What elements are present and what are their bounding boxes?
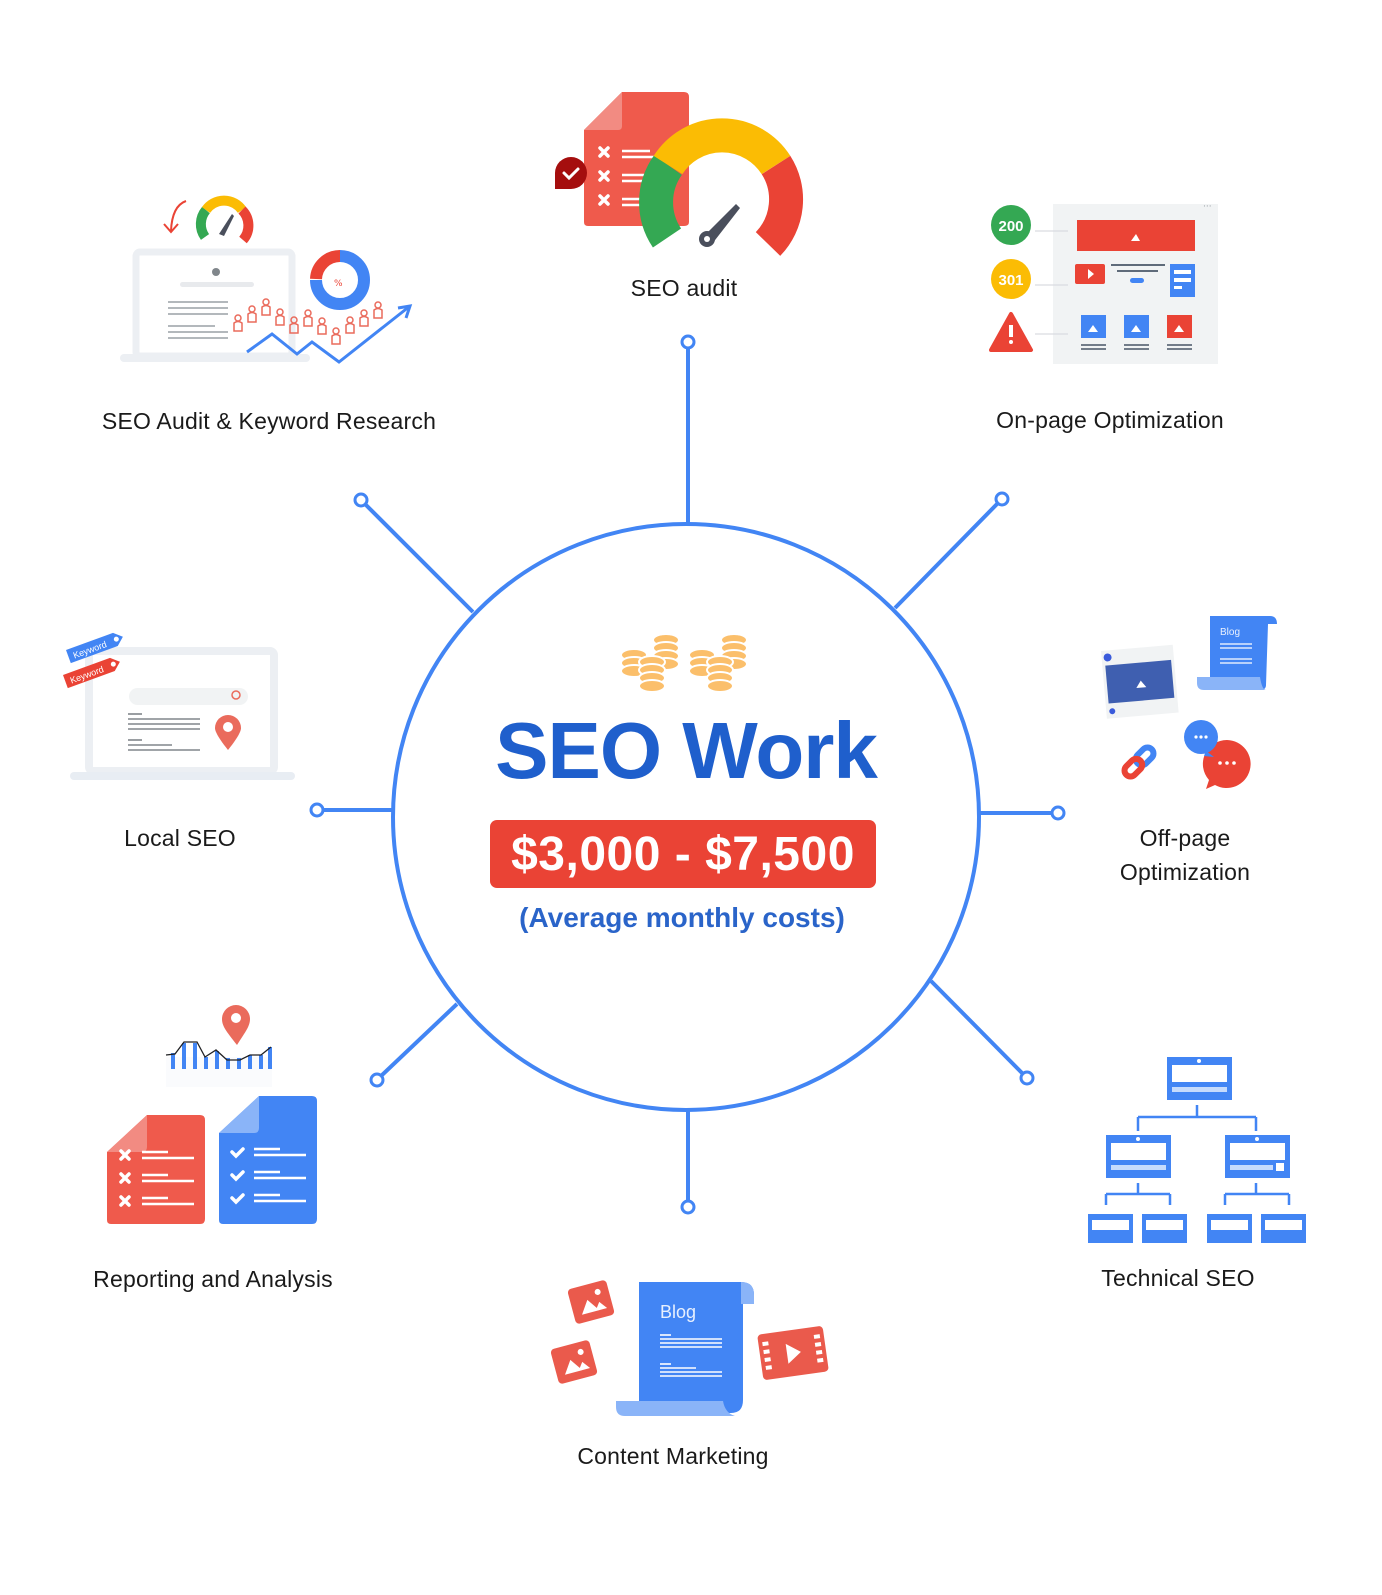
- node-dot-lower-left[interactable]: [369, 1072, 385, 1088]
- node-dot-top[interactable]: [680, 334, 696, 350]
- site-architecture-tree-icon: [1088, 1057, 1306, 1243]
- svg-text:Blog: Blog: [1220, 627, 1240, 638]
- svg-text:200: 200: [998, 218, 1023, 235]
- svg-text:Blog: Blog: [660, 1302, 696, 1322]
- node-dot-left[interactable]: [309, 802, 325, 818]
- node-dot-right[interactable]: [1050, 805, 1066, 821]
- connector-upper-left: [363, 502, 475, 614]
- off-page-label-line1: Off-page: [1139, 825, 1231, 851]
- node-label-content-marketing[interactable]: Content Marketing: [577, 1443, 769, 1469]
- node-label-off-page[interactable]: Off-page Optimization: [1120, 821, 1250, 889]
- laptop-keyword-map-pin-icon: Keyword Keyword: [63, 632, 295, 780]
- audit-report-gauge-icon: [555, 92, 803, 256]
- node-dot-upper-right[interactable]: [994, 491, 1010, 507]
- page-title: SEO Work: [495, 706, 878, 795]
- connector-lower-right: [929, 979, 1025, 1076]
- node-label-seo-audit-keyword[interactable]: SEO Audit & Keyword Research: [101, 408, 437, 434]
- node-dot-lower-right[interactable]: [1019, 1070, 1035, 1086]
- svg-text:%: %: [334, 279, 343, 289]
- status-codes-page-layout-icon: ··· 200 301: [989, 202, 1218, 364]
- off-page-label-line2: Optimization: [1119, 859, 1251, 885]
- node-label-technical-seo[interactable]: Technical SEO: [1101, 1265, 1255, 1291]
- hub-circle: [391, 522, 981, 1112]
- connector-lower-left: [379, 1002, 459, 1078]
- price-range-badge: $3,000 - $7,500: [490, 820, 876, 888]
- svg-text:301: 301: [998, 272, 1023, 289]
- node-label-on-page[interactable]: On-page Optimization: [996, 407, 1224, 433]
- coin-stacks-icon: [620, 633, 748, 693]
- price-subtitle: (Average monthly costs): [519, 902, 845, 933]
- backlinks-social-blog-icon: Blog: [1101, 616, 1277, 789]
- report-documents-chart-icon: [107, 1005, 317, 1224]
- connector-upper-right: [893, 501, 1000, 610]
- svg-text:···: ···: [1203, 202, 1212, 212]
- node-label-local-seo[interactable]: Local SEO: [124, 825, 236, 851]
- node-label-reporting[interactable]: Reporting and Analysis: [93, 1266, 333, 1292]
- node-dot-bottom[interactable]: [680, 1199, 696, 1215]
- node-dot-upper-left[interactable]: [353, 492, 369, 508]
- laptop-gauge-growth-icon: %: [120, 195, 413, 364]
- blog-scroll-media-icon: Blog: [550, 1280, 829, 1416]
- node-label-seo-audit[interactable]: SEO audit: [630, 275, 738, 301]
